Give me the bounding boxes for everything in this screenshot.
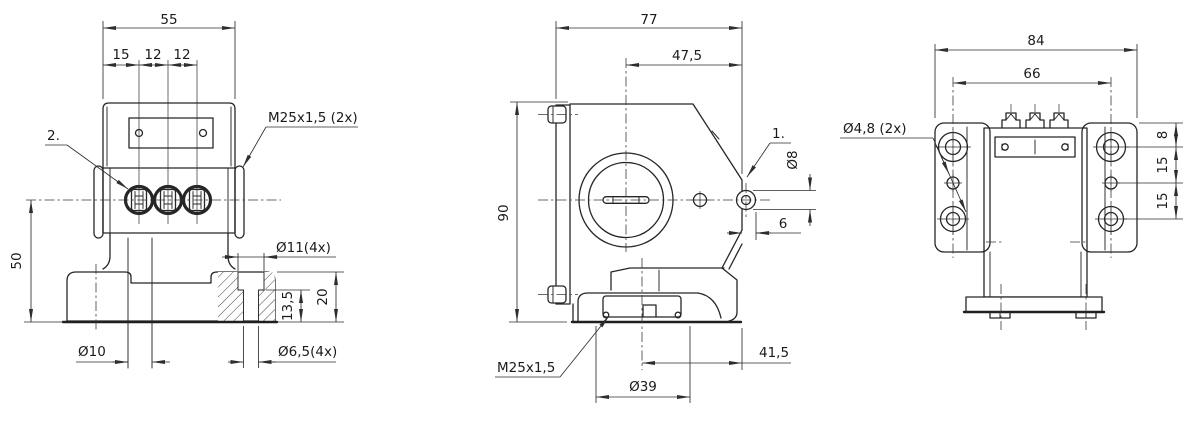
dim-front-pitch-2: 12 — [144, 47, 161, 63]
side-callouts: 1. M25x1,5 — [495, 126, 791, 378]
dim-front-counterbore-depth: 13,5 — [280, 291, 296, 321]
back-part-outline — [934, 122, 1138, 319]
faceplate-hole-right — [198, 128, 208, 138]
dim-back-hole-spacing: 66 — [1023, 66, 1040, 82]
side-part-outline — [538, 103, 757, 324]
section-hatch-left — [218, 272, 244, 321]
front-view: 55 15 12 12 50 Ø11(4x) 13,5 20 — [9, 12, 358, 369]
back-callouts: Ø4,8 (2x) — [840, 121, 967, 213]
back-base-plate — [965, 296, 1103, 313]
back-centerlines — [952, 77, 1112, 330]
dim-side-gland-offset: 41,5 — [759, 345, 789, 361]
dim-back-hole-pitch-2: 15 — [1155, 192, 1171, 209]
side-centerlines — [538, 58, 772, 370]
dim-front-mounting-hole: Ø6,5(4x) — [278, 344, 337, 360]
wing-holes-right — [1093, 129, 1129, 235]
dim-side-center-to-front: 47,5 — [672, 48, 702, 64]
mount-wing-left — [934, 122, 991, 253]
tab-3 — [1049, 104, 1069, 129]
back-view: 84 66 8 15 15 Ø4,8 (2x) — [840, 33, 1183, 330]
front-callouts: 2. M25x1,5 (2x) — [45, 110, 358, 190]
dim-side-button-protrusion: 6 — [779, 216, 788, 232]
side-dimensions: 77 47,5 90 Ø8 6 41,5 Ø39 — [496, 12, 816, 403]
dim-front-pitch-1: 15 — [112, 47, 129, 63]
dim-back-overall-width: 84 — [1027, 33, 1044, 49]
callout-item-2: 2. — [47, 128, 60, 144]
section-hatch-right — [258, 272, 275, 321]
callout-front-gland: M25x1,5 (2x) — [268, 110, 358, 126]
dim-front-counterbore: Ø11(4x) — [276, 240, 331, 256]
dim-front-foot-height: 20 — [315, 288, 331, 305]
callout-side-gland: M25x1,5 — [497, 360, 555, 376]
front-dimensions: 55 15 12 12 50 Ø11(4x) 13,5 20 — [9, 12, 344, 368]
front-base — [61, 237, 279, 369]
dim-front-overall-width: 55 — [160, 12, 177, 28]
dim-front-center-hole: Ø10 — [78, 344, 106, 360]
side-mount-flange — [555, 104, 571, 305]
mount-wing-right — [1081, 122, 1138, 253]
dim-back-hole-pitch-1: 15 — [1155, 156, 1171, 173]
back-terminal-tabs — [1001, 104, 1069, 129]
back-body — [983, 127, 1088, 298]
tab-1 — [1001, 104, 1021, 129]
front-centerlines — [26, 60, 281, 332]
left-gland-bulge — [93, 165, 104, 239]
right-gland-bulge — [234, 165, 245, 239]
dim-side-button-dia: Ø8 — [785, 150, 801, 169]
callout-back-mount-holes: Ø4,8 (2x) — [843, 121, 907, 137]
dim-back-top-offset: 8 — [1155, 131, 1171, 140]
dim-side-overall-height: 90 — [496, 204, 512, 221]
back-plate — [994, 136, 1076, 158]
dim-front-pitch-3: 12 — [173, 47, 190, 63]
dim-side-overall-depth: 77 — [640, 12, 657, 28]
back-dimensions: 84 66 8 15 15 — [934, 33, 1183, 220]
dim-front-height-50: 50 — [9, 252, 25, 269]
tab-2 — [1025, 104, 1045, 129]
dim-side-gland-boss-dia: Ø39 — [629, 379, 657, 395]
side-view: 77 47,5 90 Ø8 6 41,5 Ø39 — [495, 12, 816, 403]
callout-item-1: 1. — [772, 126, 785, 142]
front-faceplate — [128, 117, 214, 149]
